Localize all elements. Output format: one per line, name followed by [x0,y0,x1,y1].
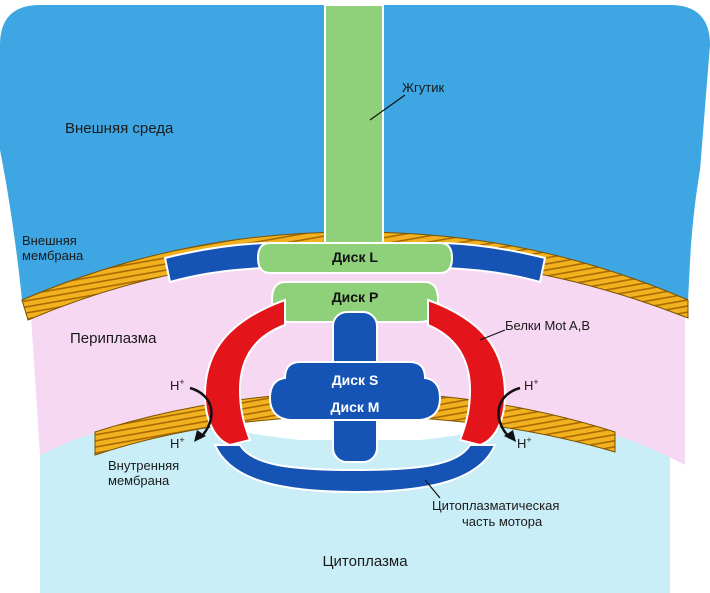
label-disk-s: Диск S [332,372,379,388]
label-outer-membrane-2: мембрана [22,248,84,263]
label-cyto-motor-2: часть мотора [462,514,543,529]
label-disk-p: Диск P [332,289,379,305]
label-flagellum: Жгутик [402,80,444,95]
label-outer-environment: Внешняя среда [65,120,174,137]
label-outer-membrane-1: Внешняя [22,233,77,248]
label-cytoplasm: Цитоплазма [322,553,408,570]
flagellum [325,5,383,245]
label-disk-l: Диск L [332,249,378,265]
label-periplasm: Периплазма [70,330,157,347]
label-inner-membrane-1: Внутренняя [108,458,179,473]
label-cyto-motor-1: Цитоплазматическая [432,498,559,513]
label-mot-proteins: Белки Mot A,B [505,318,590,333]
label-disk-m: Диск M [331,399,380,415]
label-inner-membrane-2: мембрана [108,473,170,488]
